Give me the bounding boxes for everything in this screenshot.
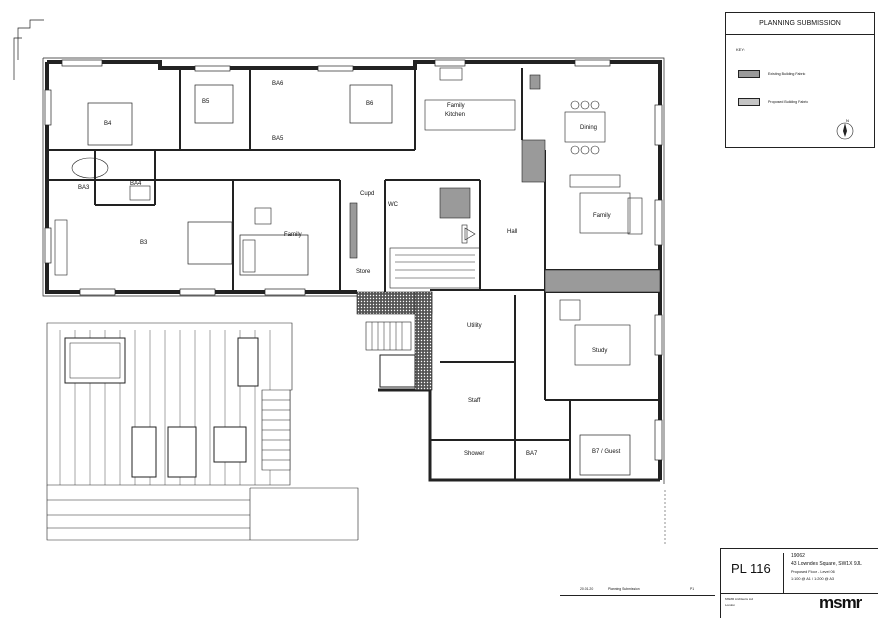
room-b7-guest: B7 / Guest [592, 449, 621, 455]
room-ba5: BA5 [272, 136, 284, 142]
room-hall: Hall [507, 229, 517, 235]
north-arrow-icon: N [836, 118, 854, 140]
beds [87, 84, 631, 476]
room-ba7: BA7 [526, 451, 538, 457]
room-store: Store [356, 269, 371, 275]
project-address: 43 Lowndes Square, SW1X 9JL [791, 561, 862, 567]
room-family-kitchen-1: Family [447, 103, 465, 109]
room-family-kitchen-2: Kitchen [445, 112, 465, 118]
room-family-bed: Family [284, 232, 302, 238]
revision-date: 20.01.20 [580, 587, 594, 591]
room-staff: Staff [468, 398, 481, 404]
title-block-divider [783, 553, 784, 593]
legend-text-existing: Existing Building Fabric [768, 72, 806, 76]
room-ba6: BA6 [272, 81, 284, 87]
site-boundary-marks [13, 19, 44, 80]
legend-text-proposed: Proposed Building Fabric [768, 100, 809, 104]
stair-core [356, 291, 433, 391]
room-b5: B5 [202, 99, 210, 105]
revision-rule [560, 595, 715, 596]
legend-swatch-proposed [738, 98, 760, 106]
planning-legend: PLANNING SUBMISSION KEY: Existing Buildi… [725, 12, 875, 148]
room-dining: Dining [580, 125, 597, 131]
sheet-title: Proposed Floor - Level 06 [791, 570, 835, 574]
room-family-right: Family [593, 213, 611, 219]
north-label: N [846, 118, 849, 123]
drawing-number: PL 116 [731, 561, 771, 576]
existing-fabric [349, 74, 661, 293]
room-wc: WC [388, 202, 399, 208]
title-block-rule [721, 593, 878, 594]
room-utility: Utility [467, 323, 482, 329]
hall-stair [389, 224, 481, 289]
room-ba3: BA3 [78, 185, 90, 191]
legend-key-label: KEY: [736, 47, 745, 52]
room-b6: B6 [366, 101, 374, 107]
revision-desc: Planning Submission [608, 587, 640, 591]
title-block: PL 116 19062 43 Lowndes Square, SW1X 9JL… [720, 548, 878, 618]
drawing-scale: 1:100 @ A1 / 1:200 @ A3 [791, 577, 834, 581]
room-study: Study [592, 348, 607, 354]
windows [44, 59, 663, 461]
revision-row: 20.01.20 Planning Submission P1 [560, 587, 715, 593]
job-number: 19062 [791, 553, 805, 559]
room-ba4: BA4 [130, 181, 142, 187]
office-line-2: London [725, 603, 736, 607]
office-line-1: MSMR Architects Ltd [725, 597, 754, 601]
room-b4: B4 [104, 121, 112, 127]
revision-code: P1 [690, 587, 695, 591]
room-shower: Shower [464, 451, 484, 457]
practice-logo: msmr [819, 593, 862, 612]
room-b3: B3 [140, 240, 148, 246]
legend-swatch-existing [738, 70, 760, 78]
room-labels: B4 B5 BA6 BA5 B6 Family Kitchen Dining B… [78, 81, 621, 457]
roof-plan [46, 322, 359, 541]
room-cupd: Cupd [360, 191, 374, 197]
planning-title: PLANNING SUBMISSION [726, 13, 874, 35]
furniture [54, 67, 643, 366]
